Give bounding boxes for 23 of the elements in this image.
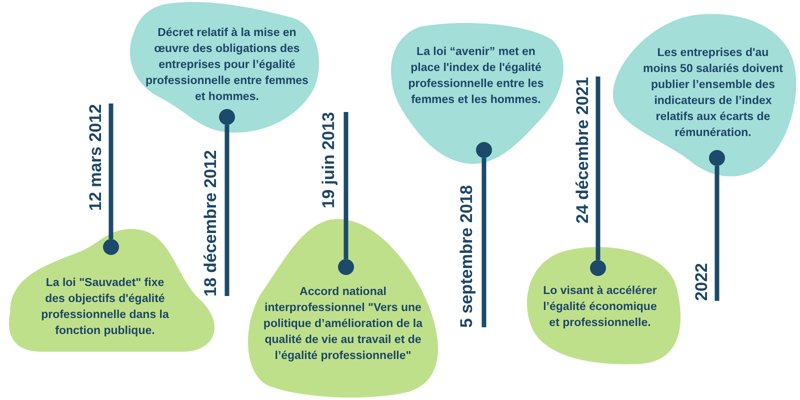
event-text: La loi “avenir” met en place l'index de l'égalité professionnelle entre les femmes et les hommes. xyxy=(407,44,545,108)
event-text: Accord national interprofessionnel "Vers une politique d’amélioration de la qualité de vie au travail et de l’égalité professionnelle" xyxy=(262,284,424,364)
event-blob xyxy=(130,2,319,134)
event-blob xyxy=(391,23,564,164)
date-label: 2022 xyxy=(692,263,715,301)
event-blob xyxy=(613,14,797,176)
date-label: 24 décembre 2021 xyxy=(574,76,596,223)
event-text: Les entreprises d'au moins 50 salariés doivent publier l’ensemble des indicateurs de l’index relatifs aux écarts de rémunération. xyxy=(642,46,784,141)
timeline-stem xyxy=(482,158,486,328)
event-blob xyxy=(248,219,438,398)
event-blob xyxy=(527,247,681,364)
date-label: 5 septembre 2018 xyxy=(458,184,482,328)
event-text: Décret relatif à la mise en œuvre des obligations des entreprises pour l’égalité professionnelle entre femmes et hommes. xyxy=(144,26,310,105)
event-text: La loi "Sauvadet" fixe des objectifs d'égalité professionnelle dans la fonction publique. xyxy=(40,276,170,339)
date-label: 18 décembre 2012 xyxy=(202,150,225,296)
date-label: 12 mars 2012 xyxy=(86,104,109,210)
date-label: 19 juin 2013 xyxy=(320,112,344,208)
event-text: Lo visant à accélérer l’égalité économique et professionnelle. xyxy=(542,284,658,331)
timeline-stem xyxy=(596,76,600,260)
timeline-stem xyxy=(224,124,230,296)
timeline-stem xyxy=(344,112,348,259)
timeline-stem xyxy=(714,166,720,301)
timeline-stem xyxy=(108,104,114,239)
